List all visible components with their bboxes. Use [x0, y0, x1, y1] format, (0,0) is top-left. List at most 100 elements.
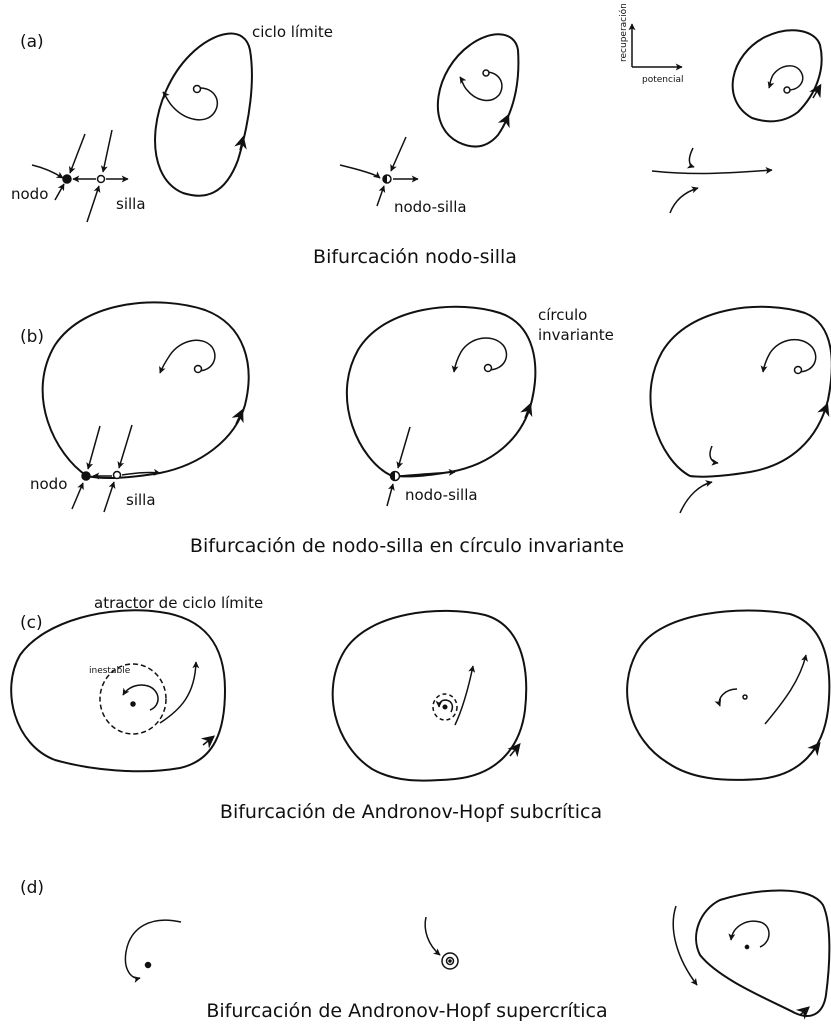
panel-d-title: Bifurcación de Andronov-Hopf supercrític… [206, 1000, 607, 1022]
flow-line-a1 [31, 164, 64, 179]
invariant-circle-b1 [41, 301, 250, 480]
unstable-focus-b2 [483, 363, 493, 373]
panel-d-letter: (d) [20, 878, 44, 898]
attractor-label: atractor de ciclo límite [94, 594, 263, 612]
saddle-node-label-b: nodo-silla [405, 486, 478, 504]
flow-line-a9 [390, 136, 407, 172]
invariant-circle-label-1: círculo [538, 306, 587, 324]
trajectory-d2 [424, 916, 441, 956]
saddle-node-b-half [390, 471, 395, 481]
flow-line-a2 [68, 133, 86, 174]
spiral-d3 [728, 920, 770, 948]
cycle-arrow-a3 [809, 83, 822, 99]
flow-line-a14 [669, 186, 699, 214]
panel-b-letter: (b) [20, 327, 44, 347]
flow-line-b9 [399, 468, 456, 477]
text-labels: (a) ciclo límite nodo silla nodo-silla r… [11, 3, 683, 1022]
equilibrium-d1 [144, 961, 152, 969]
unstable-label: inestable [89, 666, 131, 676]
spiral-b1 [159, 339, 216, 374]
limit-cycle-label: ciclo límite [252, 23, 333, 41]
invariant-circle-b2 [345, 305, 537, 478]
cycle-arrow-a1 [234, 135, 247, 151]
invariant-circle-b3 [649, 305, 831, 478]
flow-line-b11 [679, 480, 713, 514]
trajectory-c3 [764, 654, 808, 725]
panel-c [10, 609, 831, 782]
unstable-focus-a2 [482, 69, 490, 77]
cycle-arrow-c2 [507, 742, 521, 758]
panel-a-letter: (a) [20, 32, 44, 52]
spiral-b2 [451, 337, 508, 373]
panel-c-title: Bifurcación de Andronov-Hopf subcrítica [220, 801, 602, 823]
trajectory-d3 [672, 905, 698, 986]
flow-line-b10 [709, 445, 719, 466]
saddle-node-label-a: nodo-silla [394, 198, 467, 216]
unstable-cycle-c1 [99, 663, 167, 735]
limit-cycle-attractor-c1 [10, 609, 227, 773]
flow-line-b6 [121, 468, 161, 476]
cycle-arrow-b3 [817, 402, 830, 419]
equilibrium-c3 [742, 694, 748, 700]
axis-legend-y-label: recuperación [618, 3, 629, 62]
limit-cycle-c2 [331, 609, 528, 782]
flow-line-b7 [396, 426, 411, 469]
spiral-a1 [162, 87, 219, 121]
flow-line-b5 [103, 481, 116, 513]
limit-cycle-a1 [154, 32, 253, 197]
flow-line-a10 [376, 185, 386, 207]
equilibrium-c1 [130, 701, 136, 707]
axis-legend-x-label: potencial [642, 75, 683, 85]
equilibrium-c2 [442, 704, 448, 710]
panel-a-title: Bifurcación nodo-silla [313, 246, 517, 268]
panel-d [124, 889, 831, 1020]
flow-line-a6 [86, 185, 101, 223]
equilibrium-d2 [448, 959, 452, 963]
panel-c-letter: (c) [20, 613, 43, 633]
flow-line-a3 [54, 183, 65, 201]
flow-line-b2 [71, 482, 84, 510]
flow-line-b4 [117, 424, 133, 469]
unstable-focus-a3 [783, 86, 791, 94]
spiral-c3 [714, 688, 738, 707]
invariant-circle-label-2: invariante [538, 326, 614, 344]
cycle-arrow-d3 [795, 1006, 810, 1020]
panel-b [41, 301, 831, 514]
node-a1 [62, 174, 72, 184]
trajectory-c1 [159, 661, 200, 724]
saddle-label-b: silla [126, 491, 156, 509]
small-inner-d2 [445, 956, 455, 966]
unstable-focus-b3 [793, 365, 803, 375]
flow-line-b8 [386, 483, 395, 507]
saddle-node-a-half [383, 175, 387, 183]
node-b1 [81, 471, 91, 481]
node-label-a: nodo [11, 185, 48, 203]
trajectory-c2 [454, 665, 476, 726]
unstable-focus-b1 [193, 364, 203, 374]
saddle-b1 [112, 470, 122, 480]
small-cycle-d2 [441, 952, 459, 970]
flow-line-a8 [339, 164, 381, 179]
panel-a [31, 23, 823, 223]
panel-b-title: Bifurcación de nodo-silla en círculo inv… [190, 535, 624, 557]
flow-line-a13 [686, 147, 695, 169]
unstable-focus-a1 [192, 84, 202, 94]
flow-line-a5 [100, 129, 113, 173]
spiral-d1 [124, 919, 182, 983]
spiral-a2 [459, 71, 503, 102]
saddle-label-a: silla [116, 195, 146, 213]
limit-cycle-d3 [695, 889, 831, 1017]
spiral-b3 [760, 338, 817, 373]
cycle-arrow-c1 [200, 735, 216, 749]
cycle-arrow-a2 [497, 113, 510, 129]
unstable-cycle-c2 [432, 693, 458, 721]
node-label-b: nodo [30, 475, 67, 493]
limit-cycle-a3 [731, 29, 823, 123]
saddle-a1 [96, 174, 106, 184]
cycle-arrow-b1 [231, 408, 244, 425]
equilibrium-d3 [744, 944, 750, 950]
spiral-c2 [435, 699, 454, 713]
limit-cycle-a2 [436, 33, 520, 148]
limit-cycle-c3 [626, 609, 831, 781]
